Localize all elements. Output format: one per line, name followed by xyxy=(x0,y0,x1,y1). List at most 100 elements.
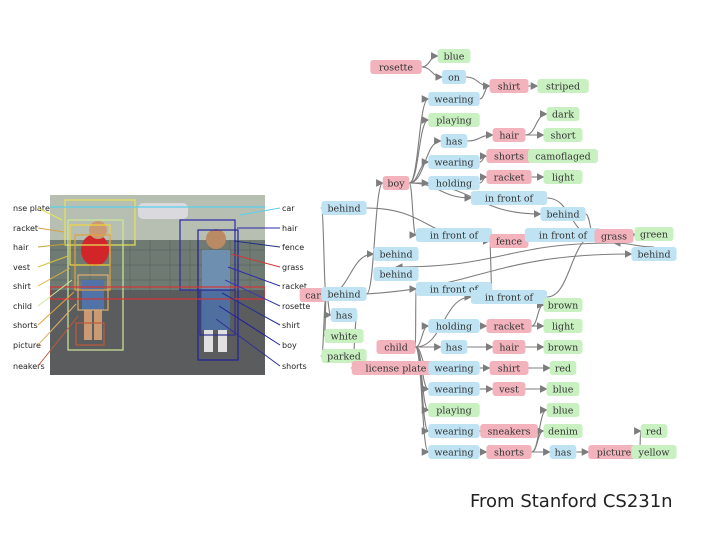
photo-callout-line xyxy=(239,207,281,216)
graph-node-label: green xyxy=(640,230,668,241)
graph-node-infront5: in front of xyxy=(470,290,548,304)
graph-edge xyxy=(394,242,615,271)
graph-edge xyxy=(408,95,430,184)
graph-node-label: wearing xyxy=(434,427,473,438)
graph-edge xyxy=(409,158,430,184)
graph-node-label: vest xyxy=(498,385,519,396)
graph-node-label: behind xyxy=(379,270,412,281)
caption: From Stanford CS231n xyxy=(470,491,673,512)
photo-panel xyxy=(50,195,265,375)
graph-node-racket2: racket xyxy=(486,319,532,333)
graph-edge xyxy=(547,232,596,298)
graph-edge xyxy=(326,250,633,296)
graph-node-has1: has xyxy=(440,134,468,148)
photo-callout-line xyxy=(37,303,77,346)
graph-node-label: in front of xyxy=(430,231,480,242)
graph-node-label: wearing xyxy=(434,448,473,459)
graph-node-label: blue xyxy=(553,406,574,417)
graph-node-green: green xyxy=(634,227,674,241)
graph-node-label: license plate xyxy=(366,364,427,375)
graph-edge xyxy=(479,173,488,184)
photo-callout-line xyxy=(233,240,281,248)
graph-edge xyxy=(414,346,430,456)
graph-node-wearing4: wearing xyxy=(428,382,480,396)
graph-node-wearing6: wearing xyxy=(428,445,480,459)
graph-edge xyxy=(531,301,545,327)
graph-node-yellow: yellow xyxy=(631,445,677,459)
photo-label-left: hair xyxy=(13,243,29,252)
graph-node-label: racket xyxy=(494,322,525,333)
graph-node-label: in front of xyxy=(539,231,589,242)
photo-callout-line xyxy=(37,267,71,287)
graph-node-on: on xyxy=(442,70,466,84)
graph-node-label: has xyxy=(336,311,353,322)
photo-callout-line xyxy=(37,279,73,307)
photo-label-right: rosette xyxy=(282,302,310,311)
photo-callout-line xyxy=(37,207,63,221)
graph-node-light1: light xyxy=(543,170,583,184)
photo-label-left: neakers xyxy=(13,362,45,371)
graph-node-label: in front of xyxy=(430,285,480,296)
graph-edge xyxy=(414,346,430,435)
graph-node-label: light xyxy=(552,322,574,333)
graph-node-denim: denim xyxy=(543,424,583,438)
graph-node-camoflaged: camoflaged xyxy=(528,149,598,163)
graph-node-rosette: rosette xyxy=(370,60,422,74)
graph-node-wearing3: wearing xyxy=(428,361,480,375)
graph-node-shorts1: shorts xyxy=(486,149,532,163)
graph-node-label: behind xyxy=(327,290,360,301)
graph-node-label: red xyxy=(646,427,662,438)
graph-node-shirt2: shirt xyxy=(489,361,529,375)
graph-node-red1: red xyxy=(549,361,577,375)
graph-edge xyxy=(612,239,655,248)
graph-edge xyxy=(409,116,430,184)
photo-label-right: grass xyxy=(282,263,304,272)
annotated-photo xyxy=(50,195,265,375)
graph-node-licenseplate: license plate xyxy=(351,361,441,375)
graph-node-label: on xyxy=(448,73,460,84)
graph-node-shorts2: shorts xyxy=(486,445,532,459)
graph-node-wearing1: wearing xyxy=(428,92,480,106)
graph-node-label: in front of xyxy=(485,194,535,205)
photo-callout-line xyxy=(224,279,281,307)
graph-edge xyxy=(421,52,439,68)
graph-node-holding2: holding xyxy=(428,319,480,333)
graph-node-racket1: racket xyxy=(486,170,532,184)
graph-edge xyxy=(488,237,497,290)
graph-node-label: shirt xyxy=(498,82,521,93)
graph-node-label: blue xyxy=(553,385,574,396)
graph-edge xyxy=(479,152,488,163)
graph-node-boy: boy xyxy=(382,176,410,190)
graph-node-label: holding xyxy=(436,322,472,333)
graph-edge xyxy=(366,179,384,295)
graph-node-label: shorts xyxy=(494,448,524,459)
graph-edge xyxy=(320,204,329,296)
graph-node-behind4: behind xyxy=(373,247,419,261)
photo-label-left: picture xyxy=(13,341,41,350)
graph-node-label: holding xyxy=(436,179,472,190)
photo-label-right: car xyxy=(282,204,295,213)
graph-node-wearing5: wearing xyxy=(428,424,480,438)
graph-node-label: sneakers xyxy=(487,427,530,438)
graph-node-label: wearing xyxy=(434,364,473,375)
graph-node-label: white xyxy=(331,332,358,343)
photo-callout-line xyxy=(37,315,79,367)
graph-node-car: car xyxy=(299,288,327,302)
graph-node-grass: grass xyxy=(594,229,634,243)
graph-node-label: short xyxy=(550,131,575,142)
graph-node-playing1: playing xyxy=(428,113,480,127)
graph-node-label: striped xyxy=(546,82,580,93)
graph-node-behind5: behind xyxy=(373,267,419,281)
graph-node-blue2: blue xyxy=(546,382,580,396)
graph-edge xyxy=(479,82,491,100)
photo-label-right: fence xyxy=(282,243,304,252)
graph-node-short: short xyxy=(543,128,583,142)
graph-node-label: behind xyxy=(379,250,412,261)
graph-edge xyxy=(531,427,545,453)
graph-node-behind6: behind xyxy=(321,287,367,301)
graph-node-light2: light xyxy=(543,319,583,333)
graph-node-picture: picture xyxy=(588,445,640,459)
graph-node-label: grass xyxy=(601,232,627,243)
